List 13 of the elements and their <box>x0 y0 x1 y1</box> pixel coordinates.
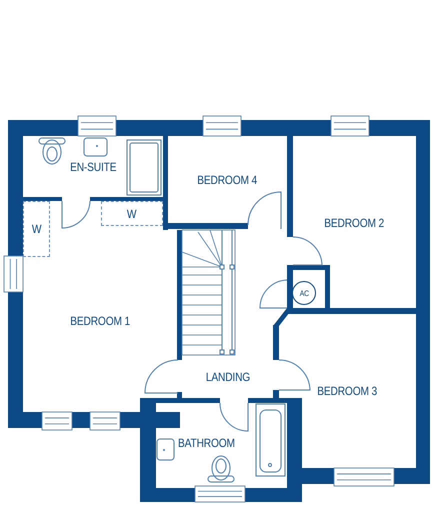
wardrobe-label: W <box>32 222 42 236</box>
room-label: BEDROOM 1 <box>70 314 130 328</box>
room-label: BEDROOM 2 <box>324 216 384 230</box>
cupboard-label: AC <box>299 288 309 298</box>
cupboard-circle <box>292 281 316 305</box>
wardrobe-outline <box>23 201 50 257</box>
room-label: BEDROOM 4 <box>198 173 258 187</box>
room-label: EN-SUITE <box>70 160 116 174</box>
room-label: BATHROOM <box>178 436 234 450</box>
wardrobe-outline <box>101 201 163 226</box>
room-label: BEDROOM 3 <box>318 384 378 398</box>
wardrobe-label: W <box>127 206 137 220</box>
room-label: LANDING <box>205 370 250 384</box>
